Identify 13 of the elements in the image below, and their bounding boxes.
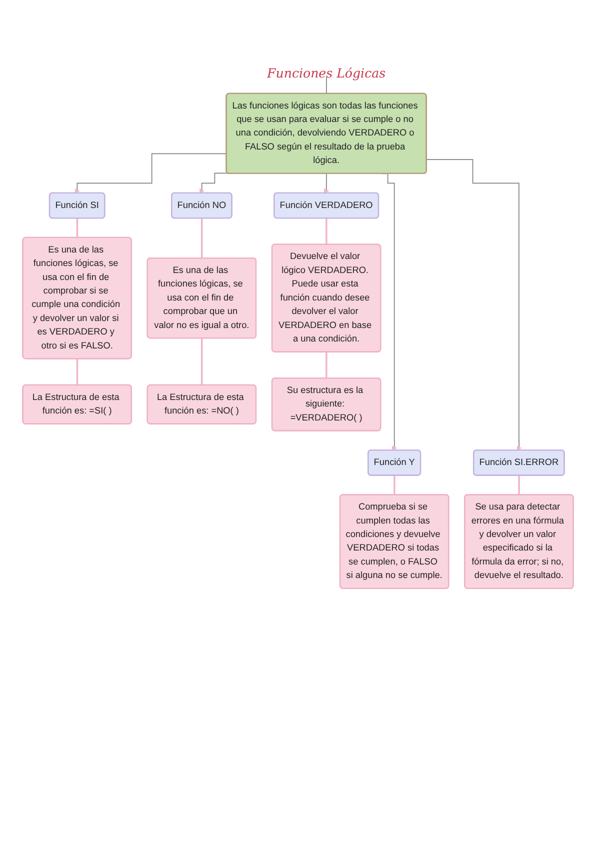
connector — [325, 217, 327, 246]
arrow — [426, 159, 522, 451]
connector — [76, 358, 78, 386]
arrow — [324, 173, 329, 194]
node-text: Funciones Lógicas — [266, 66, 386, 82]
connector — [325, 351, 327, 380]
connector — [393, 474, 395, 496]
connector — [76, 217, 78, 239]
connector — [518, 474, 520, 496]
arrow — [74, 153, 226, 194]
connector — [200, 217, 202, 260]
arrow — [198, 172, 228, 194]
connector — [200, 338, 202, 386]
